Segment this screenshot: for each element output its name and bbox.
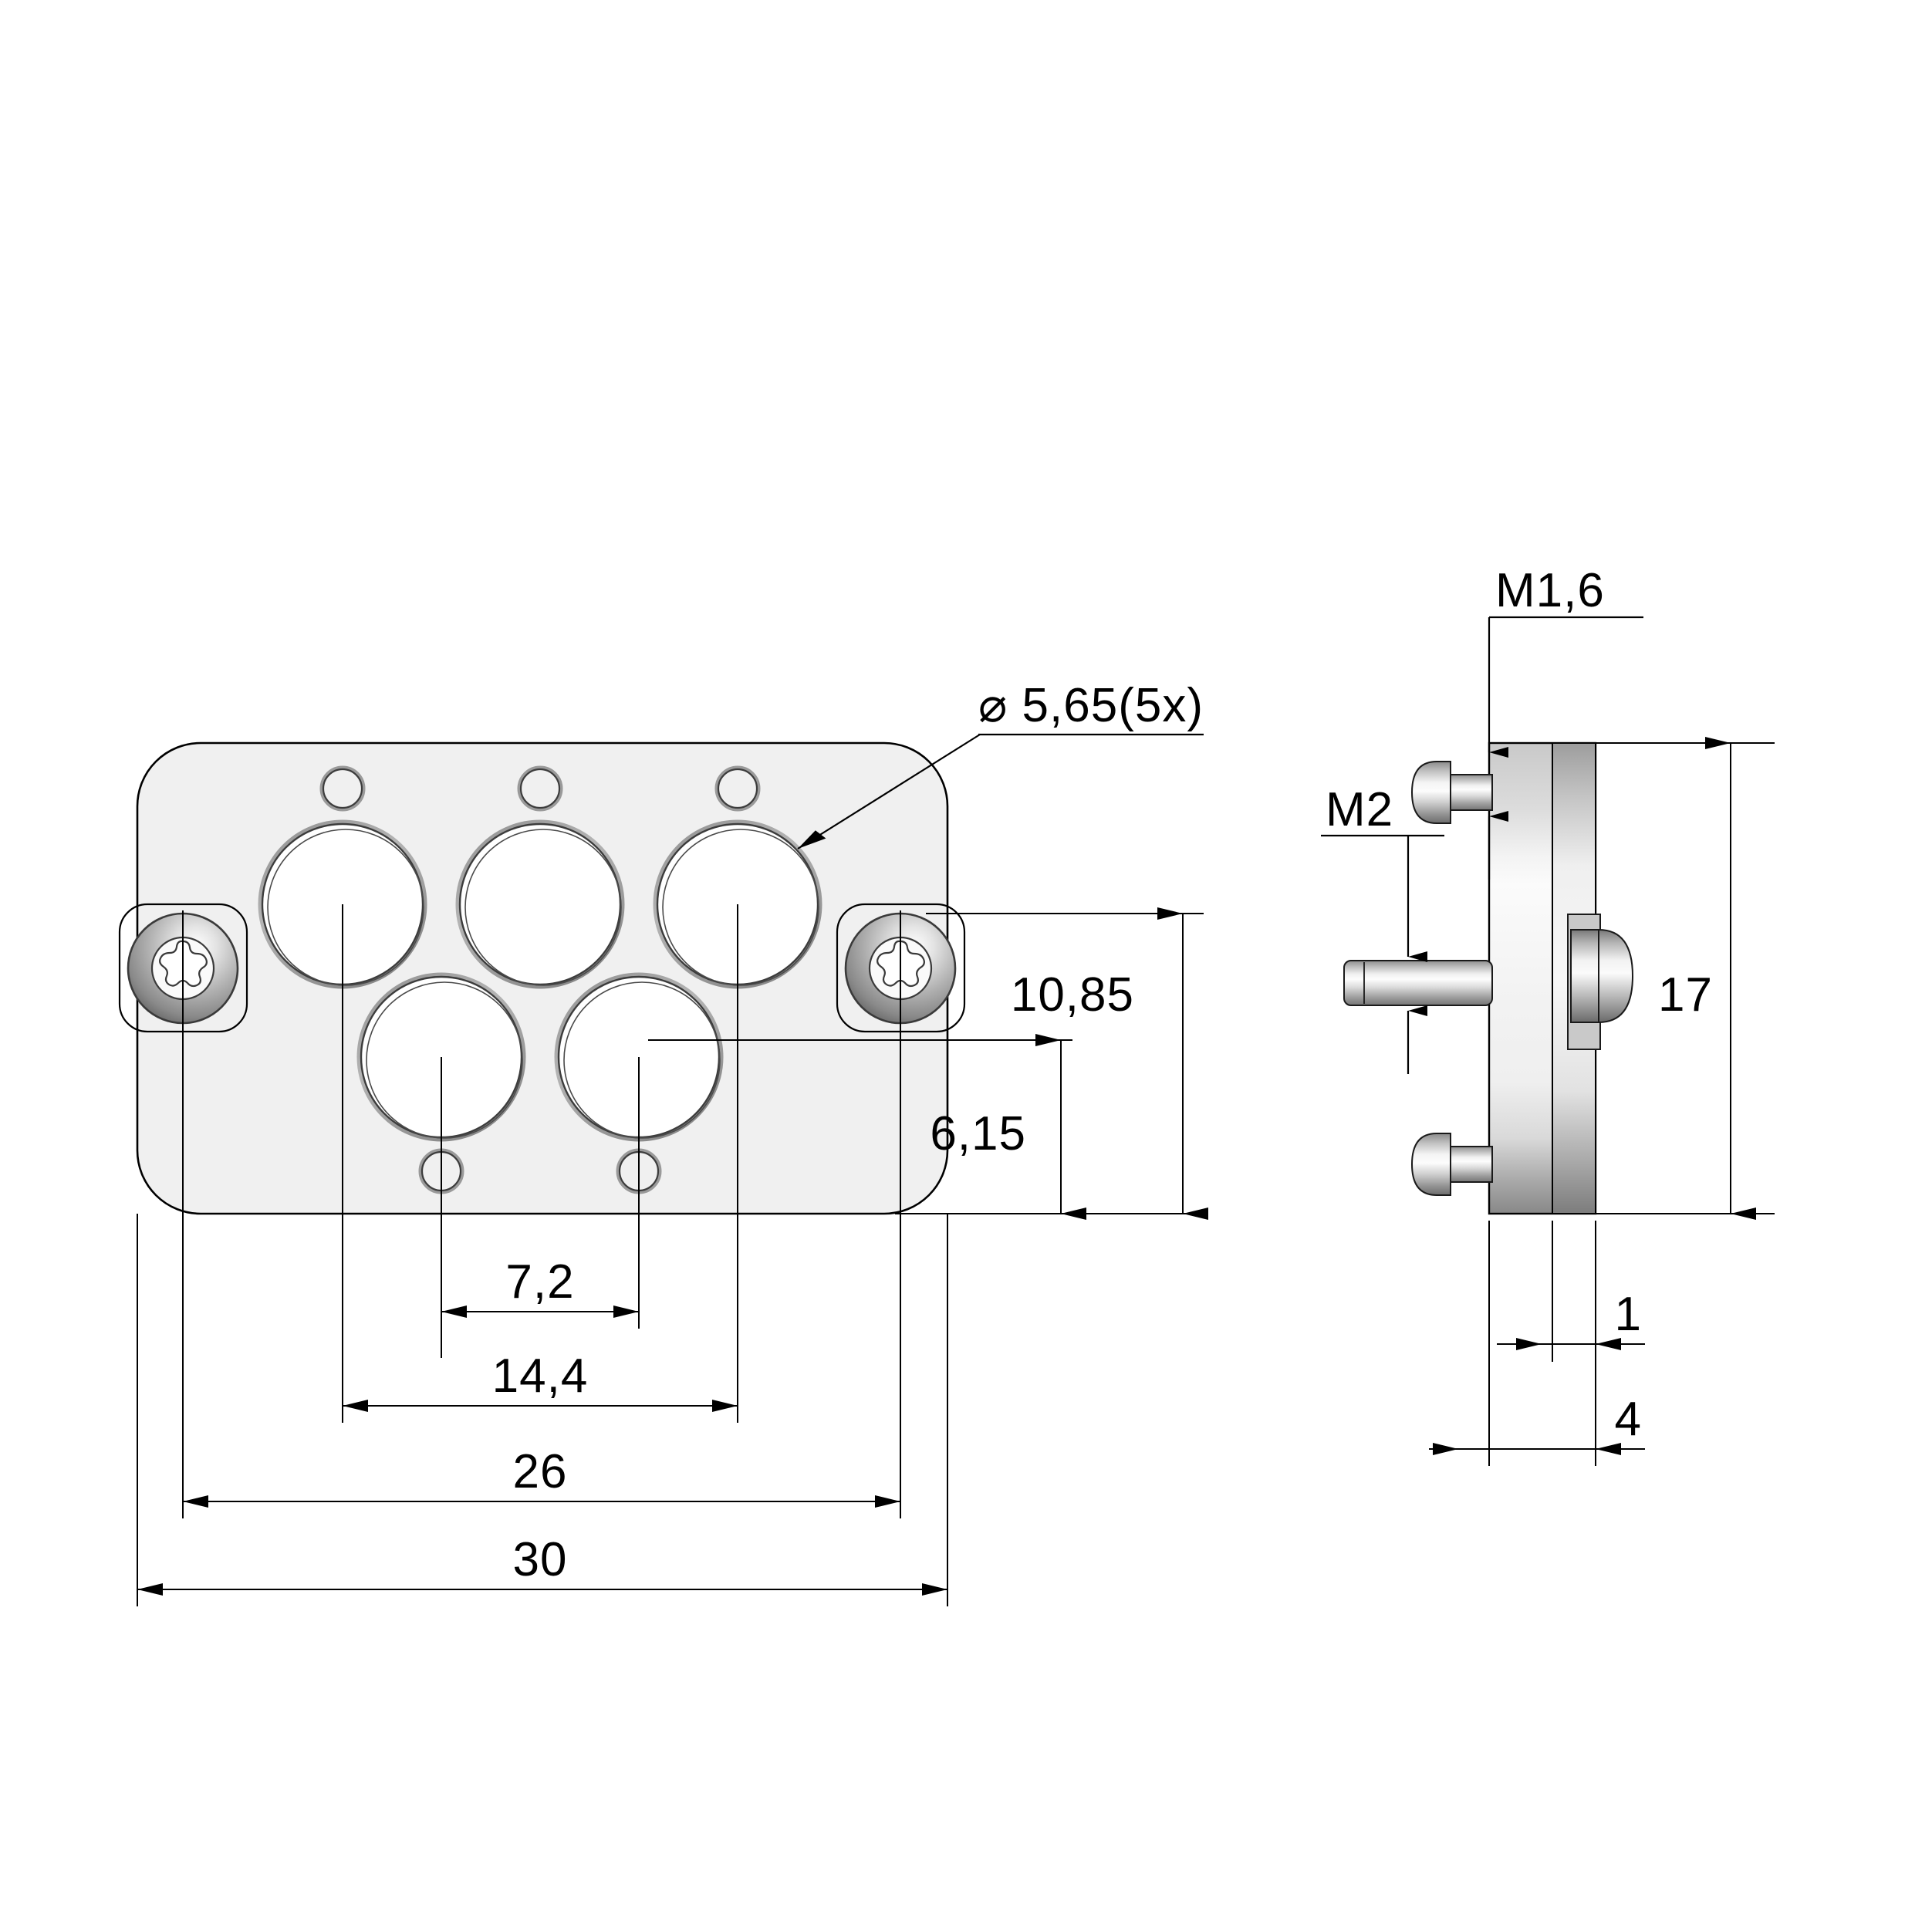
- dimension-6-15: [648, 1034, 1086, 1220]
- dimension-17: [1596, 737, 1775, 1220]
- extension-lines-front: [137, 988, 948, 1606]
- side-centre-boss: [1567, 914, 1634, 1050]
- side-screw-top: [1410, 761, 1493, 824]
- dimension-10-85-text: 10,85: [1011, 968, 1134, 1022]
- dimension-17-text: 17: [1658, 968, 1713, 1022]
- dimension-side-4-text: 4: [1615, 1393, 1642, 1446]
- leader-m2-text: M2: [1326, 783, 1393, 836]
- leader-m2: [1321, 834, 1444, 1074]
- diameter-callout-text: ⌀ 5,65(5x): [978, 679, 1204, 732]
- dimension-30-text: 30: [513, 1533, 568, 1586]
- port-hole-top-center: [455, 819, 625, 989]
- leader-m1-6-text: M1,6: [1495, 564, 1605, 617]
- dimension-26-text: 26: [513, 1445, 568, 1498]
- small-hole-top-left: [319, 765, 366, 812]
- dimension-7-2-text: 7,2: [505, 1255, 574, 1309]
- side-pin-m2: [1343, 960, 1493, 1006]
- diameter-callout-leader: [797, 733, 1204, 849]
- torx-screw-left: [127, 910, 239, 1096]
- side-screw-bottom: [1410, 1133, 1493, 1196]
- dimension-6-15-text: 6,15: [930, 1107, 1026, 1160]
- side-view: M1,6 M2 17 1 4: [1321, 564, 1775, 1466]
- small-hole-top-center: [517, 765, 563, 812]
- dimension-side-1-text: 1: [1615, 1288, 1642, 1341]
- torx-screw-right: [844, 910, 957, 1111]
- small-hole-top-right: [714, 765, 761, 812]
- leader-m1-6: [1488, 616, 1643, 880]
- front-view: ⌀ 5,65(5x) 10,85 6,15 7,2 14,4 26 30: [118, 679, 1208, 1606]
- extension-lines-side: [1488, 1221, 1596, 1466]
- dimension-14-4-text: 14,4: [492, 1349, 589, 1403]
